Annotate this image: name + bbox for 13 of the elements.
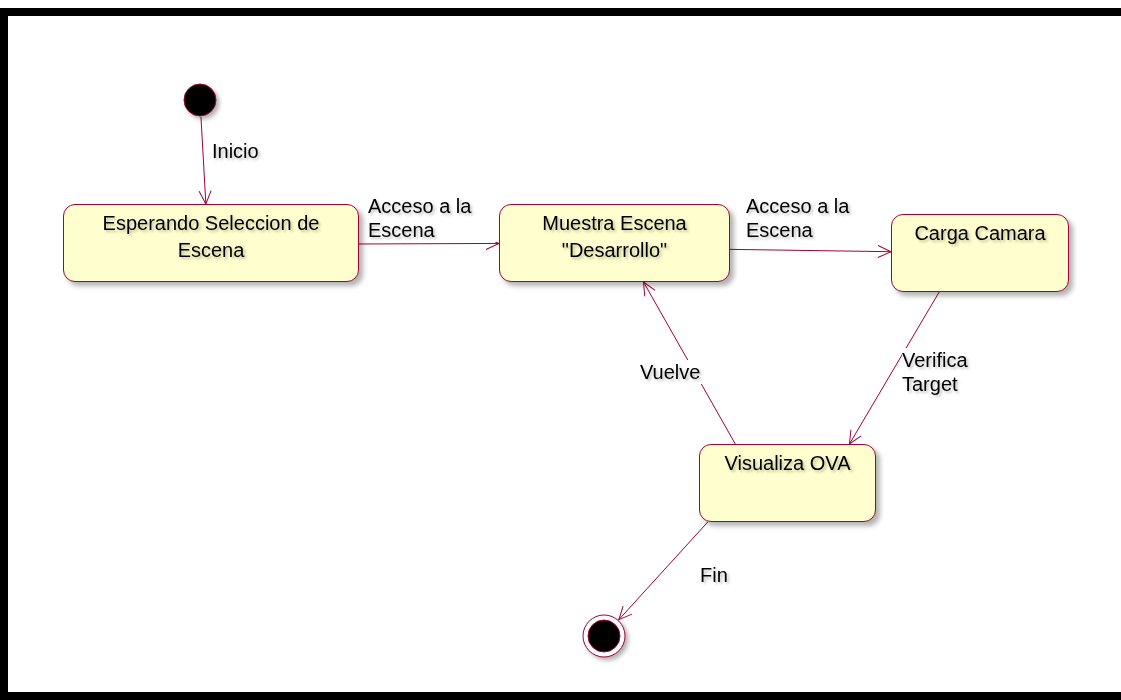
state-box — [499, 204, 730, 282]
state-name: Carga Camara — [913, 221, 1047, 246]
state-box — [891, 214, 1069, 292]
transition-arrow — [848, 291, 940, 445]
transition-arrow — [618, 521, 709, 621]
state-box — [699, 444, 876, 522]
state-box — [63, 204, 359, 282]
state-name: Muestra Escena "Desarrollo" — [541, 211, 688, 263]
edge-label: Vuelve — [640, 360, 704, 384]
state-name: Esperando Seleccion de Escena — [101, 211, 321, 263]
transition-arrow — [729, 245, 892, 258]
state-name: Visualiza OVA — [723, 451, 852, 476]
transition-arrow — [198, 116, 212, 205]
